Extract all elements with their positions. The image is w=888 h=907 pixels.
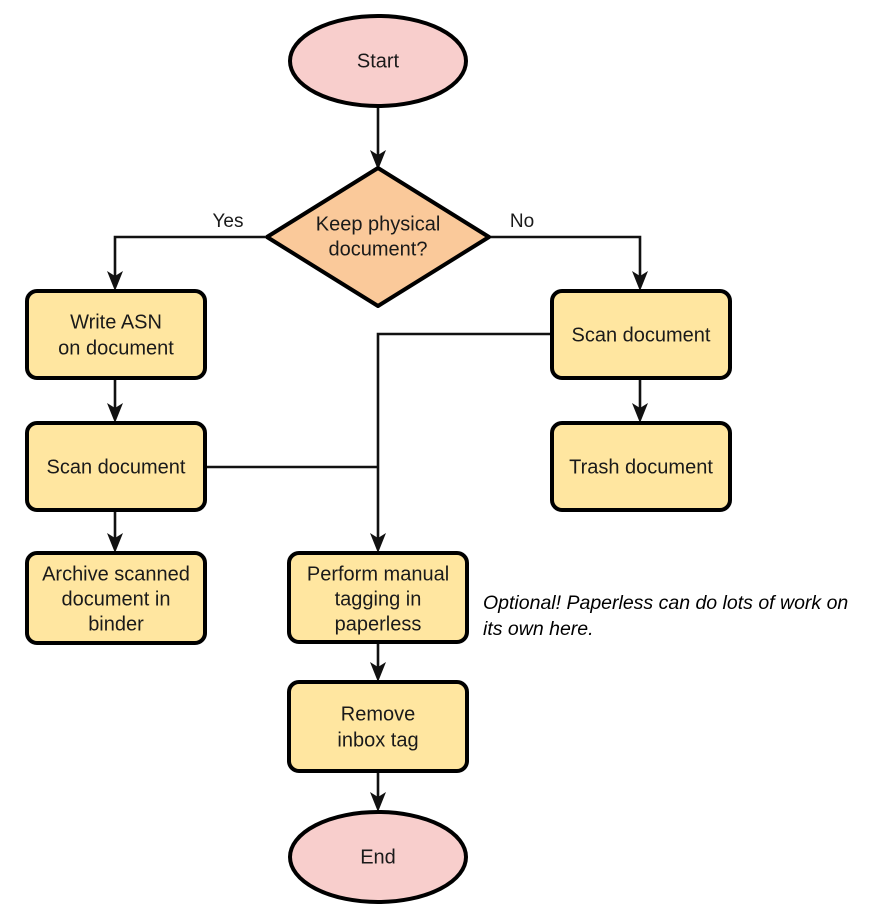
node-write-asn-label-line1: Write ASN [70,311,162,333]
node-remove-inbox-label-line1: Remove [341,703,415,725]
node-start-label: Start [357,50,400,72]
node-remove-inbox-tag[interactable]: Remove inbox tag [287,680,469,773]
edge-scan-right-to-tagging [370,332,552,553]
node-scan-document-left-label: Scan document [47,456,186,478]
node-archive-scanned-document[interactable]: Archive scanned document in binder [25,551,207,645]
node-scan-document-right-label: Scan document [572,324,711,346]
edge-decision-no-to-scan-right [490,235,648,291]
annotation-line2: its own here. [483,618,594,640]
node-perform-manual-tagging[interactable]: Perform manual tagging in paperless [287,551,469,644]
node-trash-document[interactable]: Trash document [550,421,732,512]
node-decision-label-line2: document? [329,238,428,260]
edge-scan-right-to-trash [632,378,648,423]
node-tagging-label-line1: Perform manual [307,563,449,585]
node-end[interactable]: End [288,810,468,904]
node-end-label: End [360,846,396,868]
edge-label-no: No [510,211,534,232]
node-remove-inbox-label-line2: inbox tag [337,729,418,751]
node-archive-label-line1: Archive scanned [42,563,190,585]
edge-decision-yes-to-write-asn [107,235,265,291]
node-tagging-label-line3: paperless [335,613,422,635]
node-write-asn-on-document[interactable]: Write ASN on document [25,289,207,380]
edge-label-yes: Yes [213,211,244,232]
node-start[interactable]: Start [288,14,468,108]
edge-scan-left-to-archive [107,510,123,553]
annotation-line1: Optional! Paperless can do lots of work … [483,592,848,614]
node-tagging-label-line2: tagging in [335,588,422,610]
edge-write-asn-to-scan-left [107,378,123,423]
node-decision-label-line1: Keep physical [316,213,441,235]
annotation-optional-note: Optional! Paperless can do lots of work … [483,592,848,640]
node-write-asn-label-line2: on document [58,337,174,359]
edge-start-to-decision [370,105,386,170]
node-archive-label-line2: document in [62,588,171,610]
node-trash-document-label: Trash document [569,456,713,478]
edge-tagging-to-remove-inbox [370,642,386,682]
node-archive-label-line3: binder [88,613,144,635]
node-scan-document-right[interactable]: Scan document [550,289,732,380]
node-decision-keep-physical-document[interactable]: Keep physical document? [265,166,491,308]
edge-remove-inbox-to-end [370,771,386,812]
node-scan-document-left[interactable]: Scan document [25,421,207,512]
